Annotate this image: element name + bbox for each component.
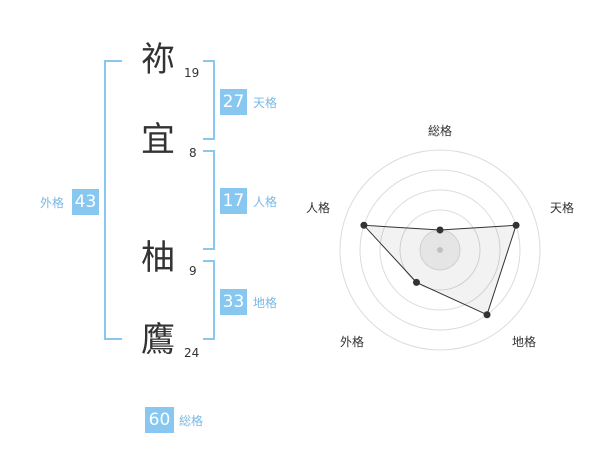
radar-point-3	[412, 278, 420, 286]
radar-rings	[339, 149, 541, 351]
radar-center-dot	[437, 247, 443, 253]
stroke-count-1: 19	[184, 66, 200, 80]
gaikaku-value: 43	[72, 189, 99, 215]
soukaku-label: 総格	[179, 414, 204, 428]
jinkaku-label: 人格	[253, 195, 278, 209]
radar-point-4	[360, 221, 368, 229]
stroke-count-2: 8	[189, 146, 197, 160]
stroke-count-4: 24	[184, 346, 200, 360]
chikaku-bracket	[203, 260, 215, 340]
soukaku-value: 60	[145, 407, 174, 433]
radar-ring-3	[379, 189, 501, 311]
jinkaku-bracket	[203, 150, 215, 250]
chikaku-value: 33	[220, 289, 247, 315]
radar-axis-label-soukaku: 総格	[427, 124, 452, 138]
radar-point-2	[483, 311, 491, 319]
chikaku-label: 地格	[253, 296, 278, 310]
radar-ring-4	[359, 169, 521, 331]
name-char-1: 祢	[141, 40, 175, 80]
tenkaku-value: 27	[220, 89, 247, 115]
radar-axis-label-chikaku: 地格	[511, 335, 536, 349]
name-char-2: 宜	[141, 120, 175, 160]
radar-axis-label-gaikaku: 外格	[339, 335, 364, 349]
name-char-3: 柚	[141, 238, 175, 278]
jinkaku-value: 17	[220, 188, 247, 214]
stroke-count-3: 9	[189, 264, 197, 278]
radar-point-0	[436, 226, 444, 234]
radar-point-1	[512, 221, 520, 229]
radar-axis-label-jinkaku: 人格	[305, 201, 330, 215]
tenkaku-bracket	[203, 60, 215, 140]
radar-points	[360, 221, 520, 319]
gaikaku-label: 外格	[40, 196, 65, 210]
tenkaku-label: 天格	[253, 96, 278, 110]
name-char-4: 鷹	[141, 320, 175, 360]
radar-ring-2	[399, 209, 481, 291]
gaikaku-bracket	[104, 60, 122, 340]
radar-fortune-polygon	[362, 224, 517, 316]
radar-axis-label-tenkaku: 天格	[549, 201, 574, 215]
radar-ring-5	[339, 149, 541, 351]
